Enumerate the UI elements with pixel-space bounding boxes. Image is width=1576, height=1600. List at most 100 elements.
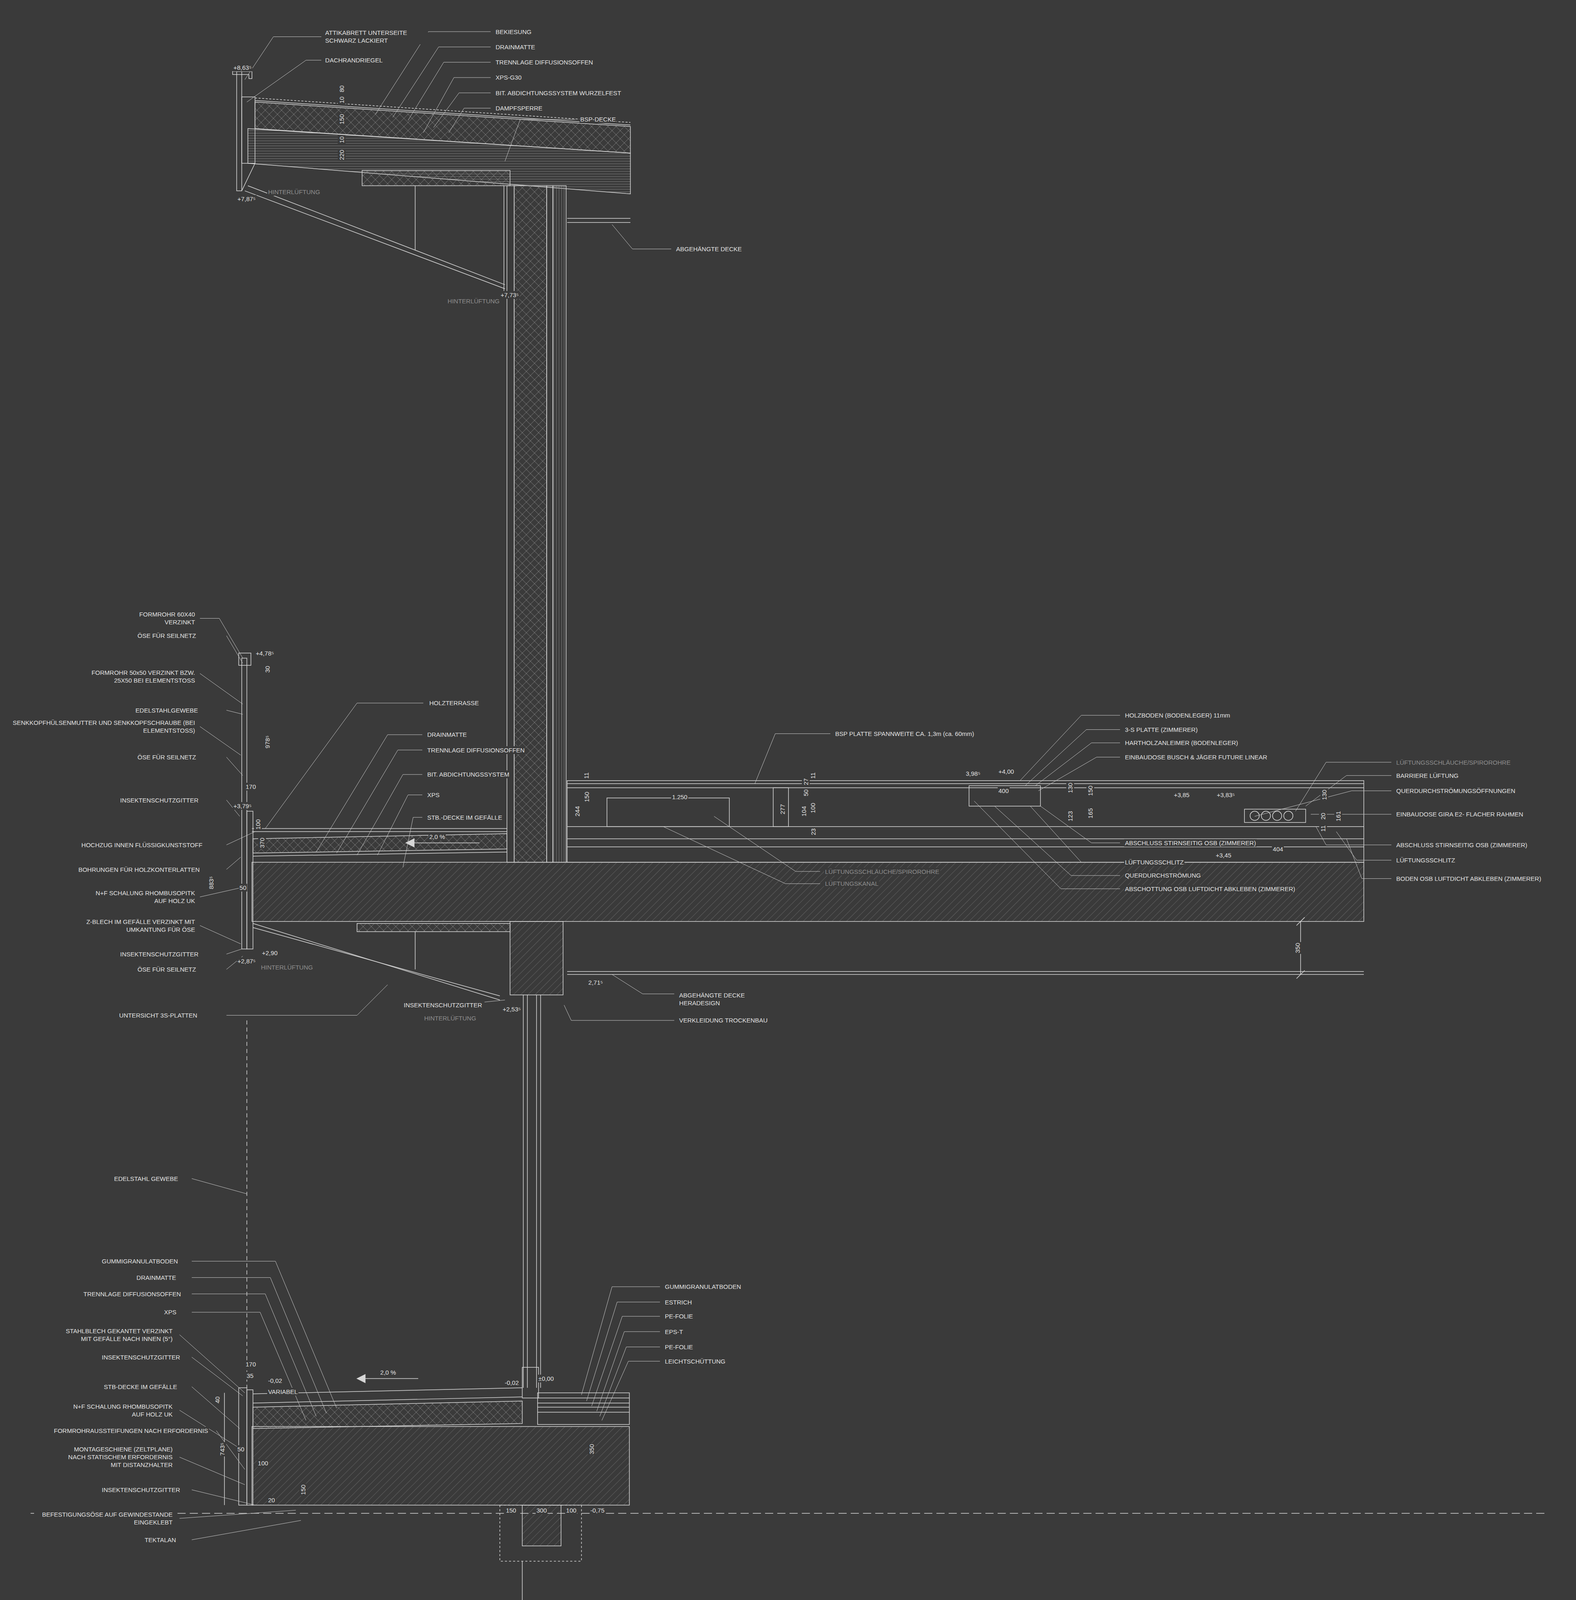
callout-label: ABSCHLUSS STIRNSEITIG OSB (ZIMMERER) [1124,838,1257,847]
callout-label: ATTIKABRETT UNTERSEITE SCHWARZ LACKIERT [324,28,429,45]
vent-duct [607,797,730,827]
callout-label: 404 [1271,845,1284,853]
callout-label: +4,78⁵ [254,649,275,658]
drain-mat [254,100,631,126]
callout-label: BEFESTIGUNGSÖSE AUF GEWINDESTANDE EINGEK… [34,1510,174,1526]
floor-layer [567,787,1364,788]
callout-label: BIT. ABDICHTUNGSSYSTEM WURZELFEST [494,89,622,97]
callout-label: 100 [565,1506,578,1515]
callout-label: DAMPFSPERRE [494,104,543,113]
leader [265,703,424,829]
callout-label: EINBAUDOSE BUSCH & JÄGER FUTURE LINEAR [1124,753,1269,761]
dimension-label: 40 [213,1395,222,1405]
callout-label: ÖSE FÜR SEILNETZ [136,965,197,974]
leader [226,984,388,1016]
callout-label: INSEKTENSCHUTZGITTER [100,1353,181,1361]
callout-label: N+F SCHALUNG RHOMBUSOPITK AUF HOLZ UK [87,888,196,905]
dimension-label: 350 [1293,941,1302,954]
callout-label: EDELSTAHL GEWEBE [113,1174,179,1183]
floor-layer [537,1397,630,1413]
callout-label: MONTAGESCHIENE (ZELTPLANE) NACH STATISCH… [59,1445,174,1469]
callout-label: GUMMIGRANULATBODEN [100,1257,179,1265]
leader [504,119,575,162]
ceiling [567,217,631,219]
leader [226,948,242,954]
leader [714,816,821,872]
cladding [506,185,514,862]
slope-arrow [407,842,480,843]
soil [499,1504,582,1562]
dimension-label: 100 [254,818,262,831]
callout-label: LÜFTUNGSSCHLITZ [1124,858,1185,866]
leader [179,1334,245,1393]
dimension-label: 161 [1334,810,1343,823]
leader-lines [179,31,1392,1540]
callout-label: UNTERSICHT 3S-PLATTEN [118,1011,198,1020]
callout-label: HINTERLÜFTUNG [423,1014,477,1022]
callout-label: BSP-DECKE [579,115,617,124]
dimension-label: 743⁵ [218,1441,227,1456]
callout-label: 150 [505,1506,518,1515]
callout-label: HINTERLÜFTUNG [446,297,501,305]
leader [392,46,491,118]
steel-mesh [246,1020,248,1388]
callout-label: SENKKOPFHÜLSENMUTTER UND SENKKOPFSCHRAUB… [10,718,196,735]
dimension-label: 165 [1086,807,1095,820]
leader [601,1360,660,1421]
callout-label: LÜFTUNGSSCHLÄUCHE/SPIROROHRE [824,867,940,876]
callout-label: 3,98⁵ [964,769,981,778]
callout-label: INSEKTENSCHUTZGITTER [119,796,200,805]
soffit [252,923,500,1000]
suspended-ceiling [567,971,1364,972]
dimension-label: 30 [263,664,272,674]
callout-label: HARTHOLZANLEIMER (BODENLEGER) [1124,738,1240,747]
dimension-label: 220 [337,148,346,161]
leader [199,673,243,705]
callout-label: INSEKTENSCHUTZGITTER [119,950,200,958]
window-sill [522,1367,539,1398]
leader [191,1261,337,1409]
callout-label: XPS [426,790,441,799]
leader [316,734,422,853]
callout-label: N+F SCHALUNG RHOMBUSOPITK AUF HOLZ UK [64,1402,174,1418]
callout-label: -0,02 [503,1378,520,1387]
leader [407,62,491,121]
floor-layer [567,783,1364,784]
dimension-label: 150 [337,113,346,126]
membrane [252,852,507,857]
callout-label: 2,71⁵ [587,978,604,987]
xps [252,1400,523,1429]
callout-label: TRENNLAGE DIFFUSIONSOFFEN [494,58,594,67]
callout-label: +3,45 [1214,851,1233,860]
callout-label: QUERDURCHSTRÖMUNGSÖFFNUNGEN [1395,786,1517,795]
dimension-label: 20 [1319,811,1327,821]
dimension-label: 883⁵ [207,875,216,890]
axis [522,1561,523,1600]
callout-label: ÖSE FÜR SEILNETZ [136,753,197,761]
callout-label: XPS [163,1307,178,1316]
callout-label: HOLZTERRASSE [428,698,480,707]
leader [336,749,423,853]
downstand-beam [510,921,564,995]
dimension-label: 130 [1066,781,1075,794]
callout-label: HINTERLÜFTUNG [260,963,314,972]
callout-label: INSEKTENSCHUTZGITTER [403,1001,484,1009]
floor-buildup [537,1392,630,1425]
callout-label: FORMROHR 60X40 VERZINKT [117,610,196,626]
callout-label: HOCHZUG INNEN FLÜSSIGKUNSTSTOFF [80,840,204,849]
dimension-label: 978⁵ [263,734,272,750]
callout-label: EPS-T [664,1327,684,1336]
socket-box [1244,808,1306,823]
leader [226,856,241,870]
dimension-label: 104 [799,805,808,818]
foundation [522,1504,562,1546]
leader [226,831,256,845]
callout-label: LÜFTUNGSSCHLÄUCHE/SPIROROHRE [1395,758,1512,767]
callout-label: BEKIESUNG [494,27,533,36]
leader [191,1312,306,1421]
dimension-label: 150 [1086,784,1095,797]
leader [1295,762,1392,811]
leader [423,77,491,133]
socket-box [968,785,1041,807]
